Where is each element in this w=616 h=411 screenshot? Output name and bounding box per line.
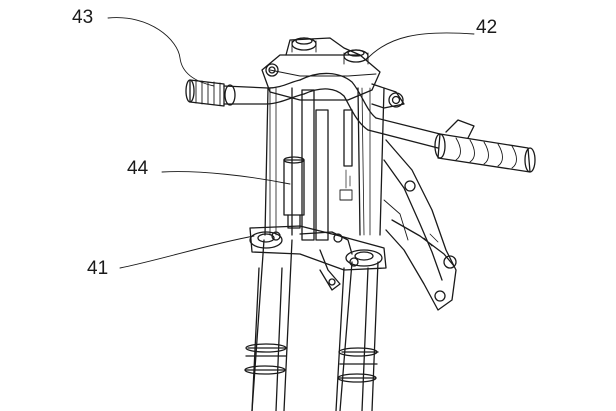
lower-triple-clamp (249, 225, 387, 291)
leader-43 (107, 17, 215, 87)
steering-damper (283, 89, 353, 241)
leader-41 (119, 235, 255, 269)
leader-42 (365, 32, 475, 61)
reference-label-44: 44 (127, 158, 149, 179)
fork-bracket (383, 139, 457, 311)
leader-44 (161, 171, 291, 185)
top-triple-clamp (261, 37, 405, 109)
left-fork-tube (244, 87, 293, 411)
reference-label-41: 41 (87, 258, 109, 279)
leader-lines (107, 17, 475, 269)
handlebar (185, 72, 536, 173)
reference-label-43: 43 (72, 7, 94, 28)
right-fork-tube (335, 87, 385, 411)
reference-label-42: 42 (476, 17, 498, 38)
